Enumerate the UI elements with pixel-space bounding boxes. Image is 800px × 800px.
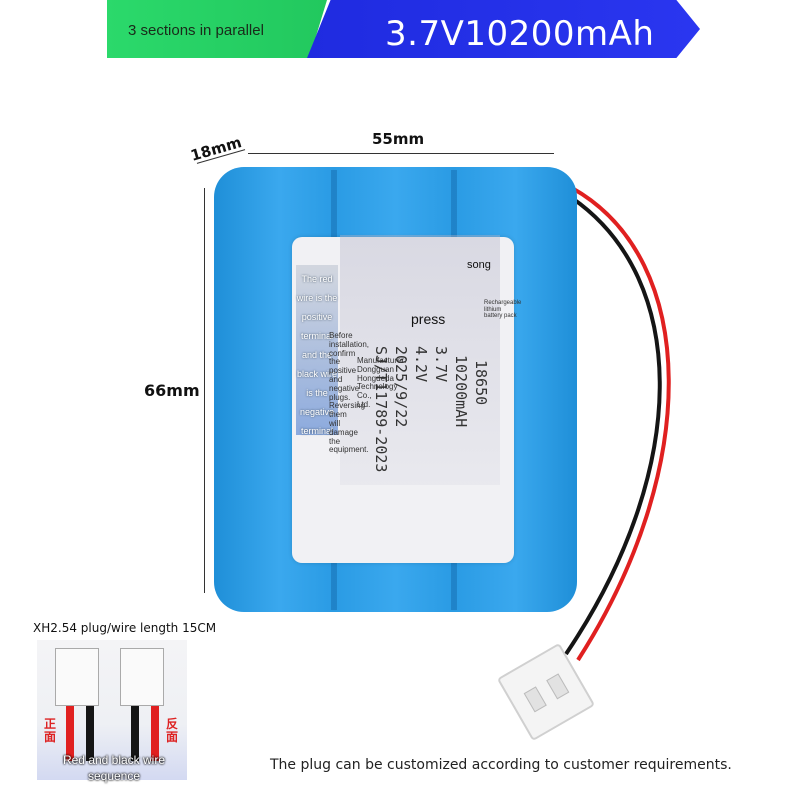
red-wire xyxy=(66,706,74,761)
connector-pin xyxy=(546,673,570,700)
back-label: 反面 xyxy=(166,717,179,744)
plug-front xyxy=(55,648,99,706)
install-note: Before installation, confirm the positiv… xyxy=(329,331,370,455)
label-song: song xyxy=(467,259,491,271)
connector-pin xyxy=(523,686,547,713)
customization-note: The plug can be customized according to … xyxy=(270,757,732,773)
spec-title: 3.7V10200mAh xyxy=(385,14,655,54)
width-dimension-line xyxy=(248,153,554,154)
red-wire xyxy=(151,706,159,761)
battery-type-note: Rechargeable lithium battery pack xyxy=(484,300,522,320)
wire-polarity-note: The red wire is the positive terminal an… xyxy=(296,274,338,436)
height-dimension: 66mm xyxy=(144,381,200,400)
black-wire xyxy=(131,706,139,761)
front-label: 正面 xyxy=(44,717,57,744)
plug-back xyxy=(120,648,164,706)
manufacturer-note: Manufacturer: Dongguan Hongdeda Technolo… xyxy=(357,356,406,409)
label-capacity: 10200mAH xyxy=(452,355,470,428)
height-dimension-line xyxy=(204,188,205,593)
label-voltage-nominal: 3.7V xyxy=(432,346,450,383)
banner-right xyxy=(307,0,700,58)
plug-title: XH2.54 plug/wire length 15CM xyxy=(33,621,217,635)
wire-sequence-caption: Red and black wire sequence xyxy=(62,753,166,783)
label-voltage-limit: 4.2V xyxy=(412,346,430,383)
wire-note-background xyxy=(296,265,338,435)
label-model: 18650 xyxy=(472,360,490,406)
black-wire xyxy=(86,706,94,761)
parallel-label: 3 sections in parallel xyxy=(128,22,264,39)
label-press: press xyxy=(411,311,446,327)
banner-left xyxy=(107,0,327,58)
width-dimension: 55mm xyxy=(372,130,425,148)
label-blur-area xyxy=(340,235,500,485)
